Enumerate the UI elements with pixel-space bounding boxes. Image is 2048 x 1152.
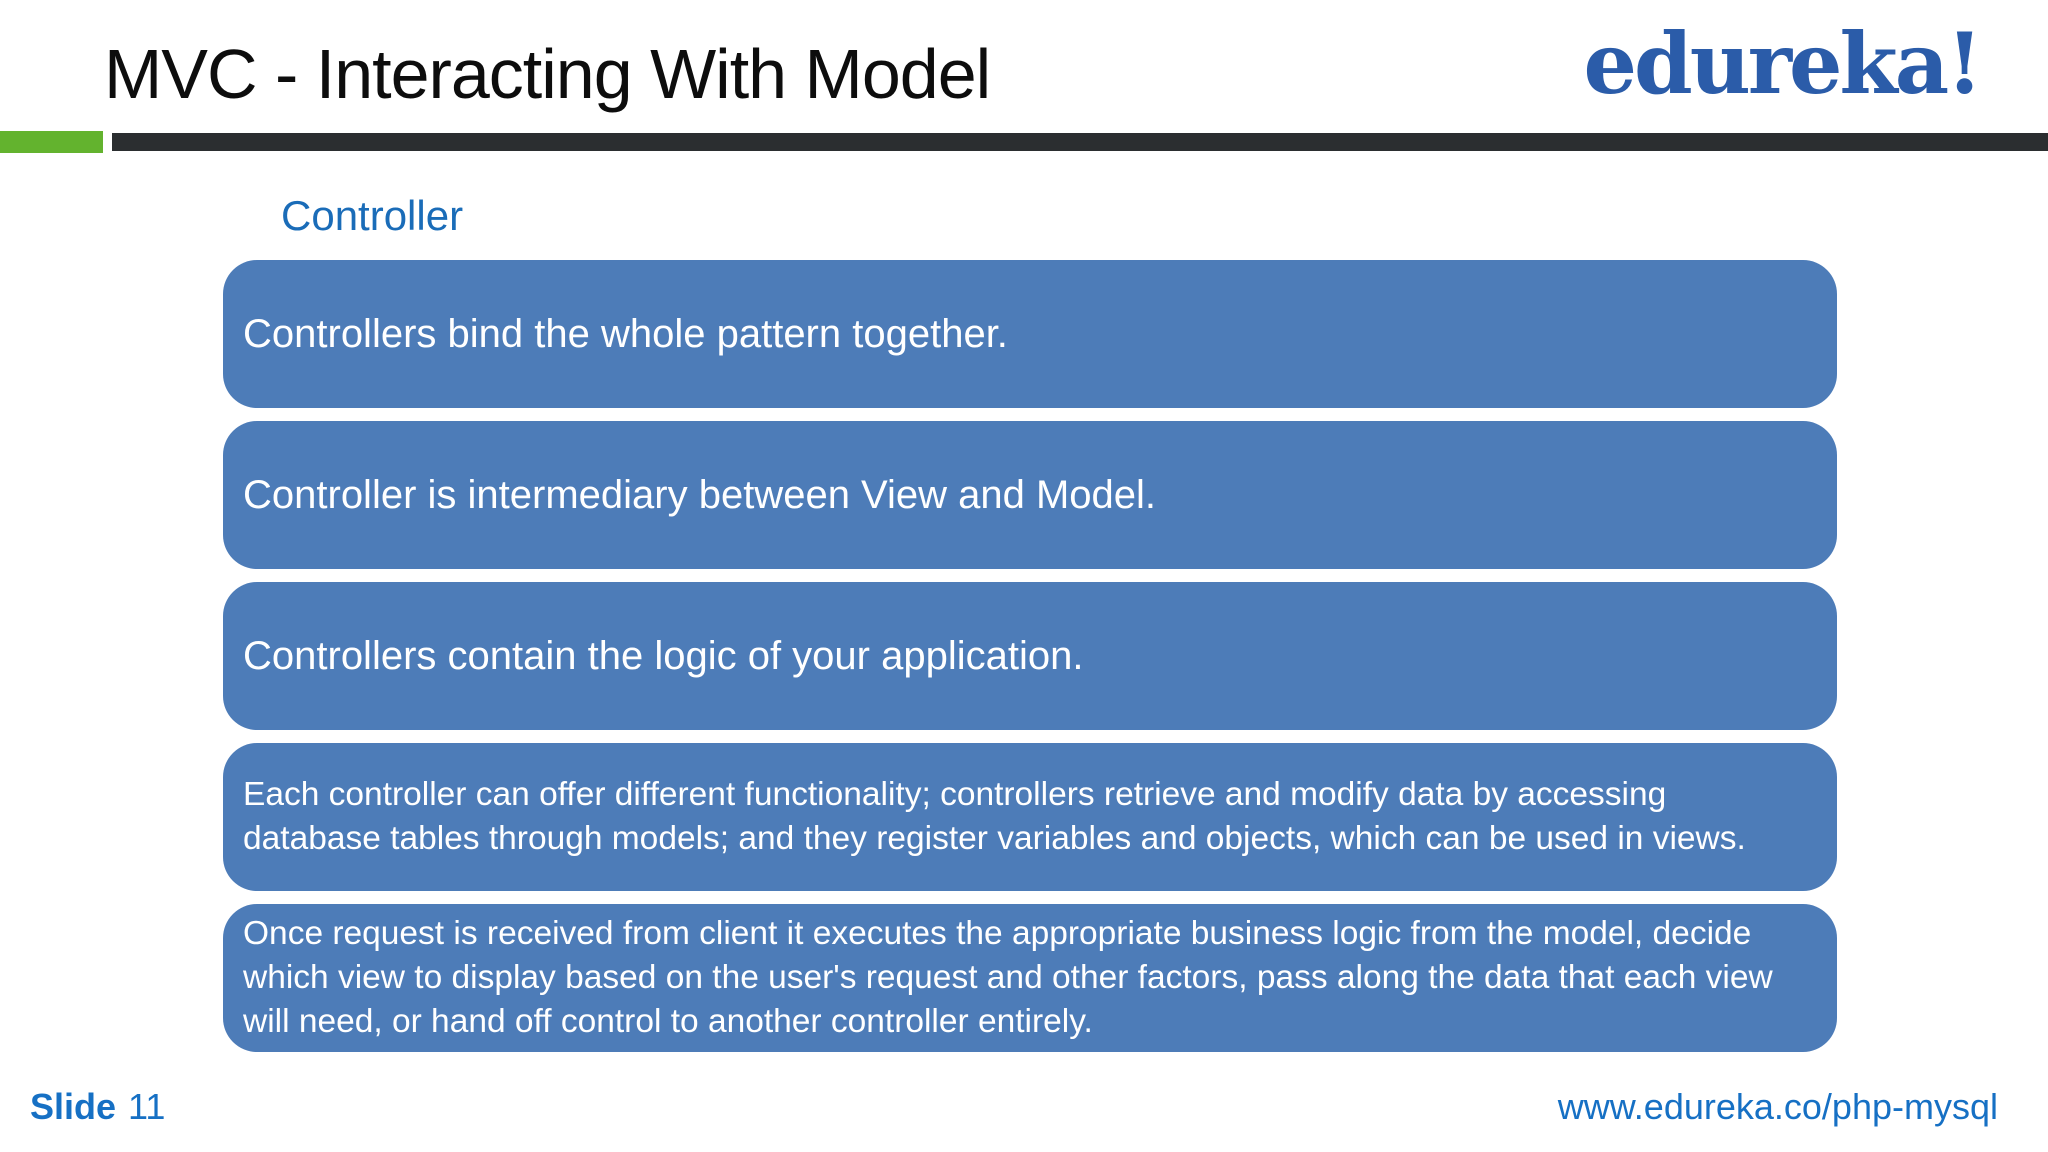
- header-rule-bar: [112, 133, 2048, 151]
- slide-number-label: Slide: [30, 1086, 117, 1127]
- info-box-list: Controllers bind the whole pattern toget…: [223, 260, 1837, 1052]
- info-box-text: Each controller can offer different func…: [243, 776, 1746, 857]
- slide-number-value: 11: [128, 1086, 166, 1127]
- info-box-text: Controllers bind the whole pattern toget…: [243, 312, 1008, 356]
- footer-url: www.edureka.co/php-mysql: [1557, 1086, 1998, 1127]
- info-box-request-flow: Once request is received from client it …: [223, 904, 1837, 1052]
- info-box-text: Controller is intermediary between View …: [243, 473, 1157, 517]
- info-box-functionality: Each controller can offer different func…: [223, 743, 1837, 891]
- slide-title: MVC - Interacting With Model: [104, 35, 991, 113]
- info-box-bind-pattern: Controllers bind the whole pattern toget…: [223, 260, 1837, 408]
- header-accent-green-bar: [0, 131, 103, 153]
- info-box-text: Once request is received from client it …: [243, 915, 1773, 1040]
- slide-number: Slide 11: [30, 1086, 165, 1128]
- edureka-logo: edureka!: [1583, 14, 1983, 113]
- info-box-text: Controllers contain the logic of your ap…: [243, 634, 1084, 678]
- controller-section-label: Controller: [281, 192, 464, 239]
- info-box-logic: Controllers contain the logic of your ap…: [223, 582, 1837, 730]
- info-box-intermediary: Controller is intermediary between View …: [223, 421, 1837, 569]
